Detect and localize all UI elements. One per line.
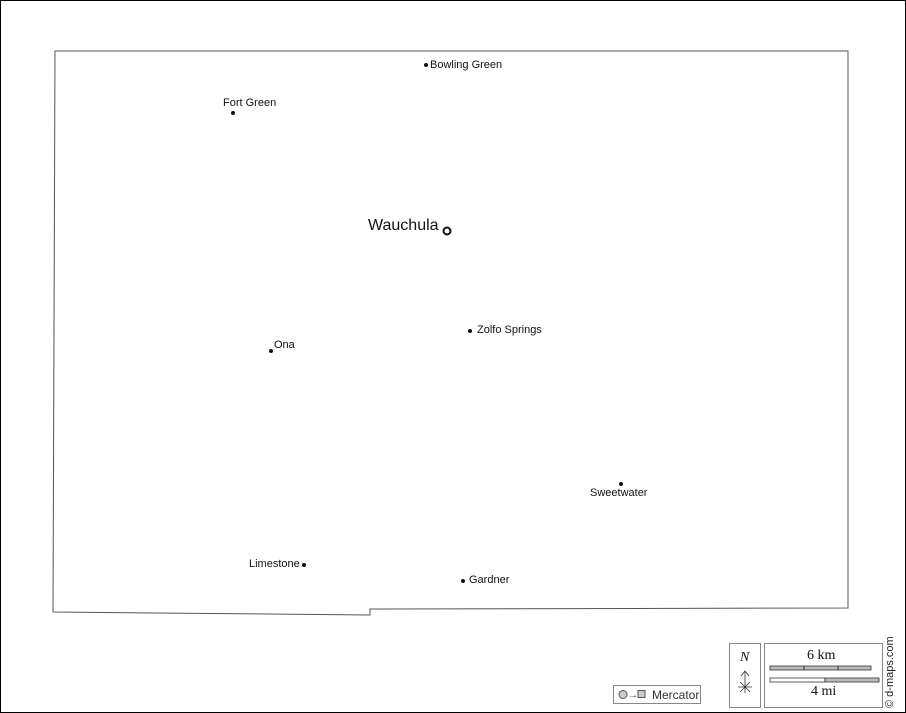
north-label: N: [740, 650, 750, 665]
projection-legend: → Mercator: [613, 685, 701, 704]
county-boundary: [52, 50, 849, 616]
place-label: Ona: [274, 339, 295, 351]
place-label: Bowling Green: [430, 59, 503, 71]
scale-mi-label: 4 mi: [811, 684, 837, 699]
compass-icon: [738, 670, 752, 693]
projection-icon: →: [618, 690, 646, 701]
town-dot: [302, 563, 306, 567]
place-label: Gardner: [469, 574, 510, 586]
scale-bars: [769, 665, 880, 683]
copyright-credit: © d-maps.com: [884, 636, 896, 708]
scale-km-label: 6 km: [807, 648, 836, 663]
place-label: Zolfo Springs: [477, 324, 542, 336]
town-dot: [619, 482, 623, 486]
town-dot: [424, 63, 428, 67]
north-arrow: N: [729, 643, 761, 708]
place-label: Sweetwater: [590, 487, 648, 499]
town-dot: [269, 349, 273, 353]
town-dot: [468, 329, 472, 333]
projection-label: Mercator: [652, 688, 700, 702]
scale-bar: 6 km 4 mi: [764, 643, 883, 708]
town-dot: [231, 111, 235, 115]
svg-text:→: →: [628, 690, 638, 701]
place-label: Fort Green: [223, 97, 277, 109]
place-label: Wauchula: [368, 217, 439, 234]
place-label: Limestone: [249, 558, 300, 570]
town-dot: [461, 579, 465, 583]
county-seat-marker: [442, 226, 452, 236]
